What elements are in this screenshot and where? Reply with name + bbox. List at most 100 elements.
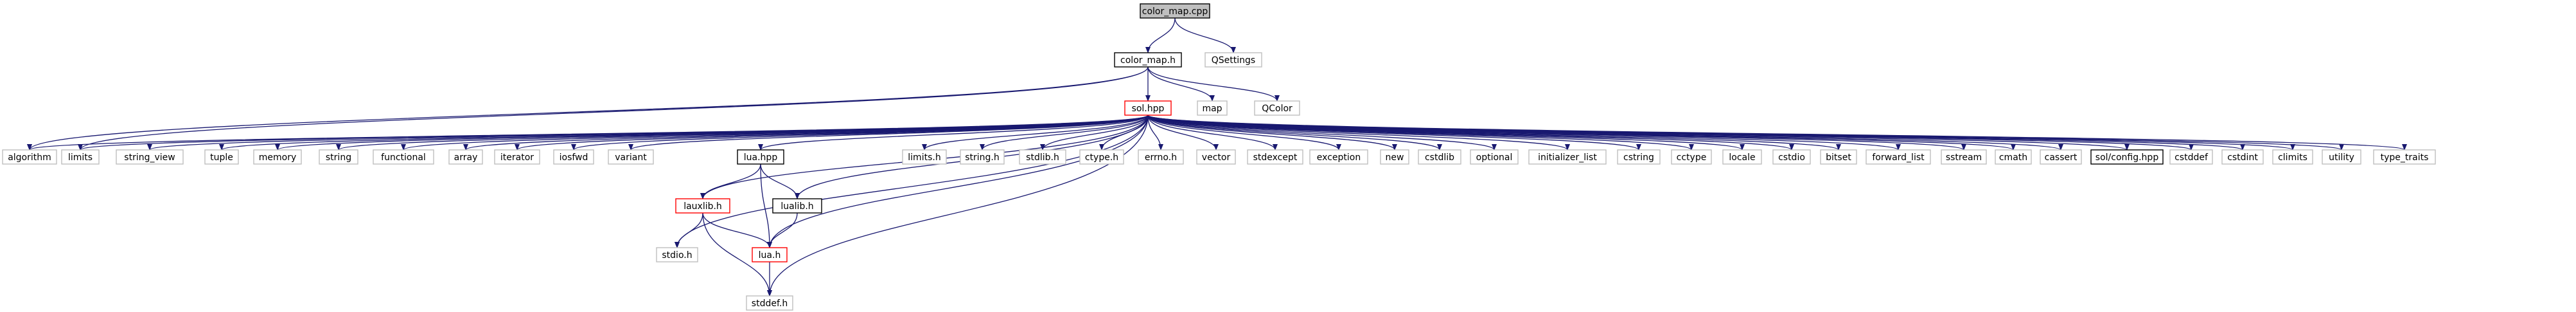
node-label: lauxlib.h [684, 201, 722, 212]
node-algorithm: algorithm [2, 149, 57, 165]
node-box [737, 149, 784, 165]
node-optional: optional [1470, 149, 1519, 165]
edge-lualib_h-to-lua_h [767, 212, 798, 248]
node-label: cstdio [1778, 152, 1805, 163]
node-errno-h: errno.h [1138, 149, 1184, 165]
node-box [1671, 149, 1712, 165]
node-cstdlib: cstdlib [1418, 149, 1461, 165]
node-box [1820, 149, 1857, 165]
node-label: algorithm [8, 152, 51, 163]
node-box [253, 149, 302, 165]
node-solconfig-hpp[interactable]: sol/config.hpp [2090, 149, 2164, 165]
edge-sol_hpp-to-cstdlib [1147, 115, 1442, 151]
edge-sol_hpp-to-stdlib_h [1040, 115, 1149, 151]
node-cstddef: cstddef [2169, 149, 2213, 165]
node-box [1380, 149, 1409, 165]
node-box [1528, 149, 1607, 165]
node-cstring: cstring [1617, 149, 1661, 165]
node-label: QSettings [1212, 55, 1255, 66]
edge-color_map_h-to-map [1147, 66, 1215, 102]
node-label: iterator [500, 152, 534, 163]
node-label: functional [381, 152, 426, 163]
node-label: string.h [965, 152, 1000, 163]
node-vector: vector [1196, 149, 1236, 165]
node-functional: functional [373, 149, 434, 165]
edge-lauxlib_h-to-lua_h [702, 212, 772, 248]
node-lualib-h[interactable]: lualib.h [772, 198, 822, 214]
node-box [2272, 149, 2313, 165]
node-box [1772, 149, 1811, 165]
node-lua-h[interactable]: lua.h [752, 247, 788, 262]
node-box [1196, 149, 1236, 165]
node-label: cassert [2045, 152, 2078, 163]
node-ctype-h: ctype.h [1079, 149, 1124, 165]
node-label: iosfwd [560, 152, 588, 163]
node-box [116, 149, 184, 165]
node-box [2090, 149, 2164, 165]
node-label: utility [2329, 152, 2354, 163]
node-box [1470, 149, 1519, 165]
node-color-map-h[interactable]: color_map.h [1114, 52, 1182, 68]
node-lua-hpp[interactable]: lua.hpp [737, 149, 784, 165]
node-label: optional [1476, 152, 1513, 163]
node-label: memory [259, 152, 297, 163]
node-box [1617, 149, 1661, 165]
node-box [1995, 149, 2032, 165]
node-box [1418, 149, 1461, 165]
edge-sol_hpp-to-string_h [980, 115, 1149, 151]
node-label: ctype.h [1085, 152, 1118, 163]
node-box [553, 149, 594, 165]
node-label: new [1386, 152, 1404, 163]
node-cstdio: cstdio [1772, 149, 1811, 165]
node-box [1079, 149, 1124, 165]
node-label: cmath [1999, 152, 2027, 163]
node-label: cstdint [2227, 152, 2258, 163]
node-box [1019, 149, 1066, 165]
node-label: stddef.h [752, 298, 788, 309]
edge-sol_hpp-to-exception [1147, 115, 1341, 151]
node-label: tuple [210, 152, 233, 163]
node-label: variant [615, 152, 647, 163]
node-color-map-cpp[interactable]: color_map.cpp [1140, 3, 1210, 19]
node-label: sstream [1946, 152, 1982, 163]
node-QSettings: QSettings [1204, 52, 1262, 68]
node-label: string [326, 152, 351, 163]
node-locale: locale [1722, 149, 1762, 165]
node-cassert: cassert [2040, 149, 2082, 165]
node-box [2040, 149, 2082, 165]
node-box [608, 149, 654, 165]
node-sol-hpp[interactable]: sol.hpp [1124, 100, 1172, 116]
node-limits-h: limits.h [902, 149, 947, 165]
node-label: sol.hpp [1132, 104, 1165, 114]
node-box [772, 198, 822, 214]
edge-sol_hpp-to-vector [1147, 115, 1219, 151]
node-stdio-h: stdio.h [656, 247, 698, 262]
node-bitset: bitset [1820, 149, 1857, 165]
node-string-h: string.h [960, 149, 1005, 165]
node-string-view: string_view [116, 149, 184, 165]
node-label: type_traits [2381, 152, 2429, 163]
node-box [1114, 52, 1182, 68]
node-box [1138, 149, 1184, 165]
node-limits: limits [61, 149, 100, 165]
node-label: array [454, 152, 478, 163]
node-label: forward_list [1872, 152, 1925, 163]
node-new: new [1380, 149, 1409, 165]
node-box [1866, 149, 1931, 165]
edge-sol_hpp-to-stddef_h [767, 115, 1149, 297]
node-sstream: sstream [1941, 149, 1987, 165]
node-exception: exception [1309, 149, 1368, 165]
node-box [1140, 3, 1210, 19]
node-utility: utility [2322, 149, 2361, 165]
node-box [448, 149, 483, 165]
node-box [1197, 100, 1228, 116]
edge-sol_hpp-to-lua_hpp [758, 115, 1149, 151]
node-box [2, 149, 57, 165]
node-label: stdexcept [1253, 152, 1298, 163]
node-box [1247, 149, 1303, 165]
node-label: stdlib.h [1026, 152, 1059, 163]
edge-lua_hpp-to-lua_h [760, 163, 772, 248]
node-lauxlib-h[interactable]: lauxlib.h [675, 198, 730, 214]
node-box [2221, 149, 2264, 165]
edge-color_map_h-to-QColor [1147, 66, 1280, 102]
